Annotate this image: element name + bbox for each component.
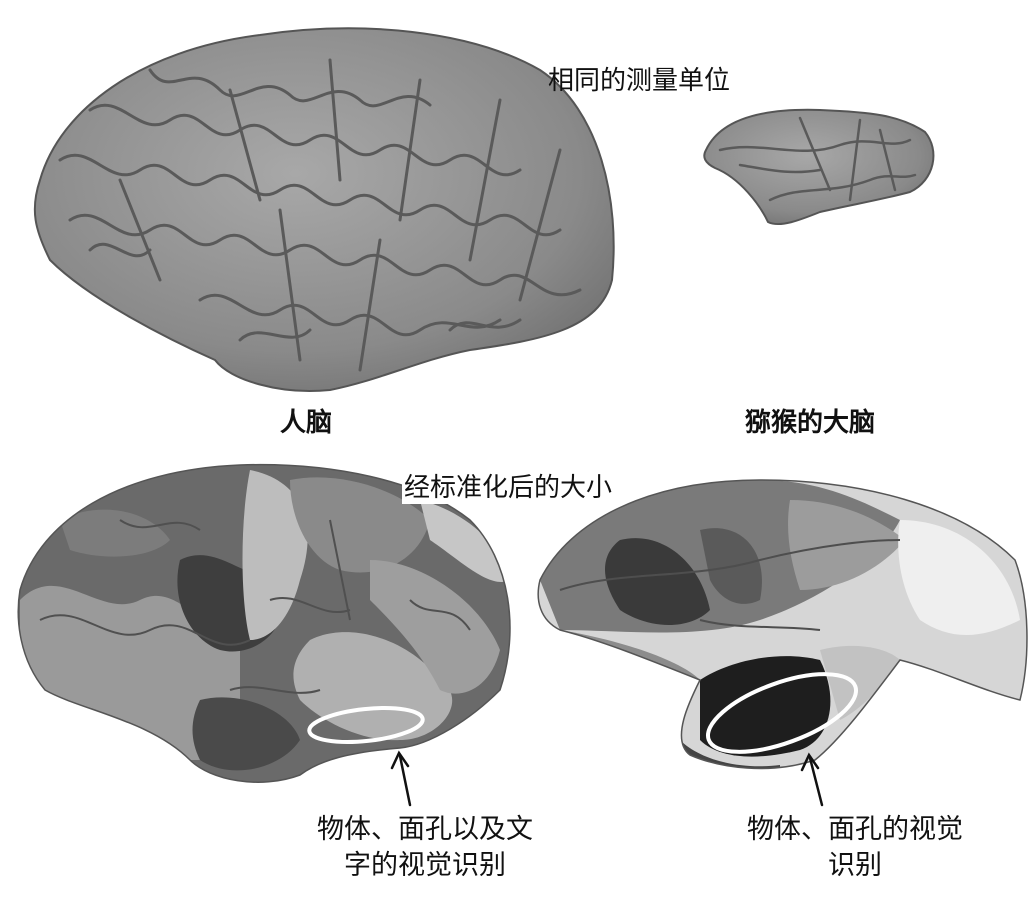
same-scale-note: 相同的测量单位	[548, 66, 731, 96]
macaque-brain-raw-image	[703, 108, 935, 226]
macaque-brain-parcellated-image	[537, 479, 1028, 770]
human-caption-line-1: 物体、面孔以及文	[317, 814, 533, 845]
human-brain-label: 人脑	[280, 408, 333, 438]
human-caption-line-2: 字的视觉识别	[344, 850, 506, 882]
human-recognition-caption: 物体、面孔以及文 字的视觉识别	[275, 812, 575, 885]
human-highlight-ellipse	[307, 706, 425, 744]
normalized-size-note: 经标准化后的大小	[402, 473, 615, 505]
human-brain-raw-image	[33, 27, 615, 392]
macaque-caption-line-2: 识别	[828, 850, 882, 882]
human-callout-arrow	[390, 750, 412, 807]
macaque-recognition-caption: 物体、面孔的视觉 识别	[705, 812, 1005, 885]
macaque-highlight-ellipse	[705, 672, 859, 754]
macaque-caption-line-1: 物体、面孔的视觉	[747, 814, 963, 845]
human-brain-parcellated-image	[17, 463, 511, 783]
macaque-callout-arrow	[800, 752, 824, 807]
macaque-brain-label: 猕猴的大脑	[745, 408, 876, 438]
